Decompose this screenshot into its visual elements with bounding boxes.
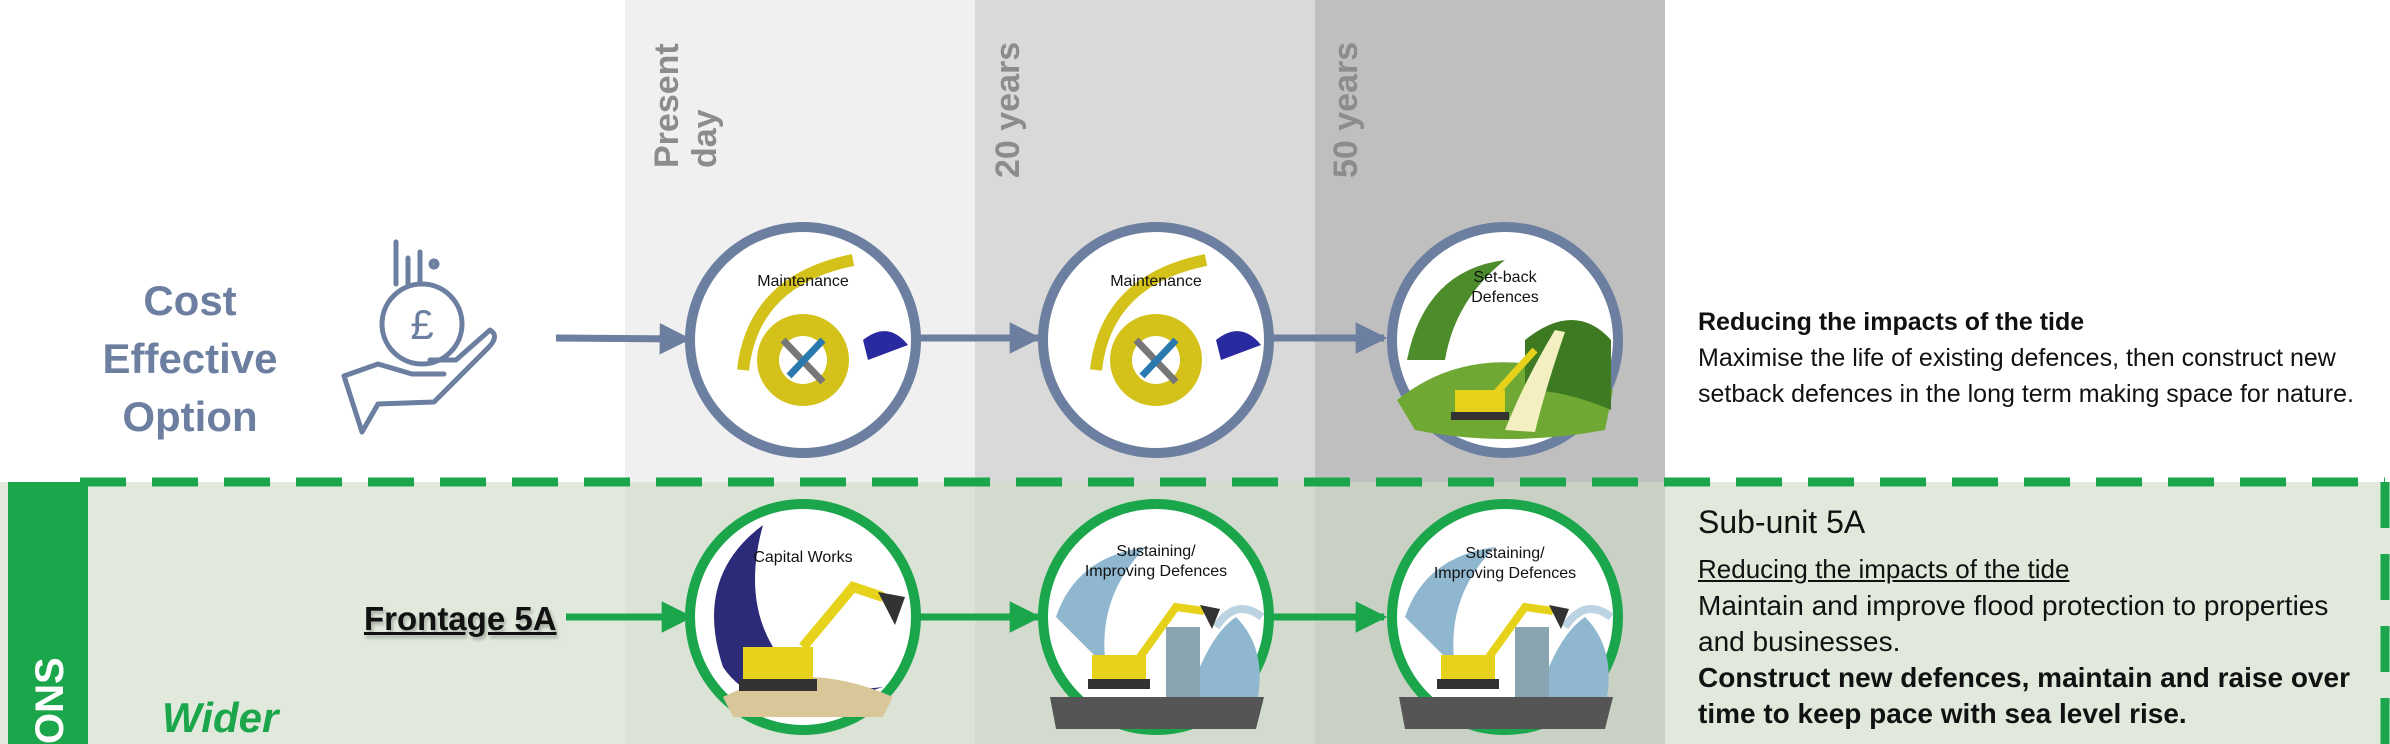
cost-effective-description: Maximise the life of existing defences, … bbox=[1698, 344, 2354, 408]
svg-text:£: £ bbox=[410, 301, 433, 348]
sustaining-defences-circle-20-years bbox=[1038, 499, 1274, 735]
setback-defences-circle bbox=[1387, 222, 1623, 458]
gear-tools-icon bbox=[757, 314, 849, 406]
sub-unit-title: Sub-unit 5A bbox=[1698, 504, 1866, 540]
frontage-label: Frontage 5A bbox=[364, 600, 557, 637]
sustaining-defences-circle-50-years bbox=[1387, 499, 1623, 735]
capital-works-circle bbox=[685, 499, 921, 735]
excavator-wave-icon bbox=[1399, 547, 1614, 729]
wider-option-label: Wider bbox=[162, 694, 279, 741]
sub-unit-heading: Reducing the impacts of the tide bbox=[1698, 554, 2070, 584]
helmet-icon bbox=[863, 331, 908, 360]
stage-label-capital-works: Capital Works bbox=[753, 549, 853, 566]
options-side-stripe bbox=[8, 482, 88, 744]
gear-tools-icon bbox=[1110, 314, 1202, 406]
stage-label-maintenance-2: Maintenance bbox=[1110, 273, 1202, 290]
stage-label-sustaining-1: Sustaining/ Improving Defences bbox=[1084, 543, 1228, 580]
sub-unit-key-action: Construct new defences, maintain and rai… bbox=[1698, 662, 2350, 729]
stage-label-setback: Set-back Defences bbox=[1471, 269, 1539, 306]
cost-effective-heading: Reducing the impacts of the tide bbox=[1698, 308, 2085, 336]
maintenance-circle-20-years bbox=[1038, 222, 1274, 458]
cost-effective-label: Cost Effective Option bbox=[102, 277, 278, 440]
excavator-icon bbox=[723, 581, 905, 717]
stage-label-maintenance-1: Maintenance bbox=[757, 273, 849, 290]
sub-unit-description: Maintain and improve flood protection to… bbox=[1698, 590, 2329, 657]
pound-coin-hand-icon: £ bbox=[341, 239, 497, 435]
stage-label-sustaining-2: Sustaining/ Improving Defences bbox=[1433, 545, 1577, 582]
excavator-wave-icon bbox=[1050, 547, 1265, 729]
helmet-icon bbox=[1216, 331, 1261, 360]
excavator-landscape-icon bbox=[1397, 260, 1613, 439]
maintenance-circle-present bbox=[685, 222, 921, 458]
